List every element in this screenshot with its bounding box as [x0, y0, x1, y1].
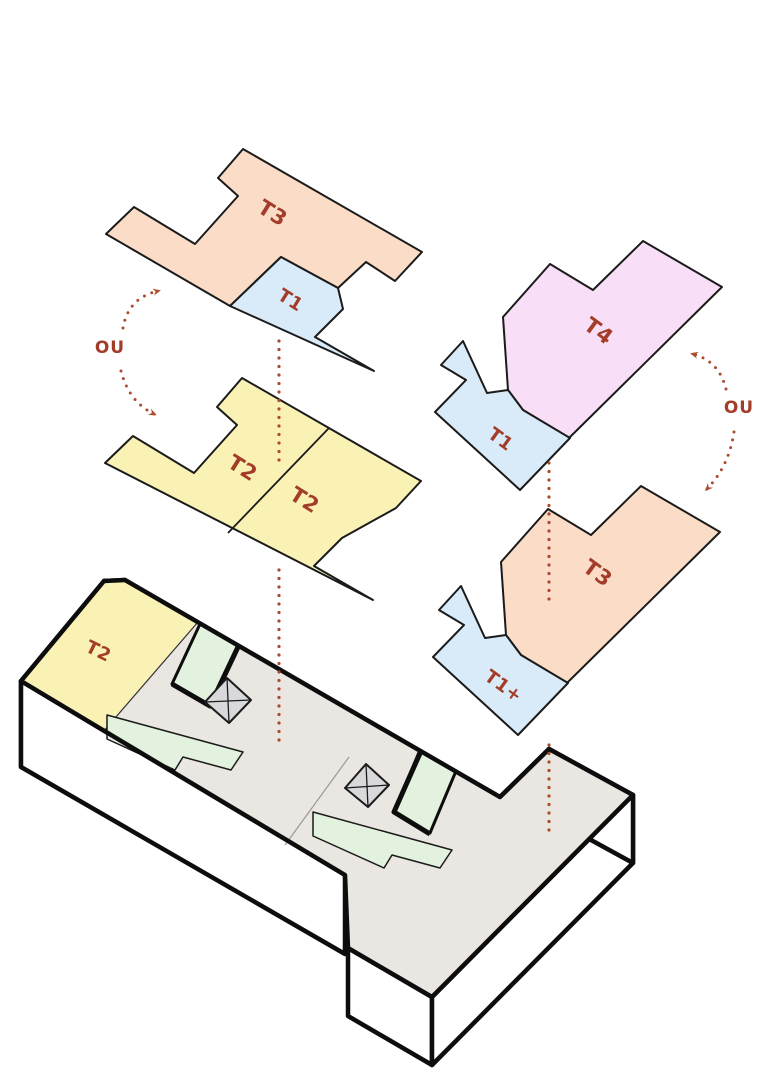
label-ou-right: OU	[724, 398, 754, 418]
arc-ou-left-down	[119, 369, 157, 416]
plan-upper-t1	[229, 256, 375, 372]
core2-elevator-x2	[365, 763, 369, 808]
shapes-layer	[18, 148, 736, 1068]
plan-lower-t1plus	[432, 585, 569, 736]
label-ou-left: OU	[95, 338, 125, 358]
core1-stair-horizontal	[106, 714, 244, 771]
plan-right-t4	[502, 240, 723, 439]
roof-outline	[18, 577, 636, 1000]
plan-middle-divider	[227, 427, 330, 534]
plan-right-t1	[434, 340, 571, 491]
roof-division-line	[284, 756, 350, 846]
core2-stair-horizontal	[312, 811, 453, 869]
arc-ou-left-up	[121, 288, 161, 330]
plan-middle-t2t2	[104, 377, 422, 601]
core2-wall-thick	[391, 749, 432, 837]
core1-elevator-x2	[226, 677, 230, 724]
plan-lower-t3	[500, 485, 721, 684]
arc-ou-right-down	[704, 430, 736, 492]
arc-ou-right-up	[690, 351, 728, 391]
